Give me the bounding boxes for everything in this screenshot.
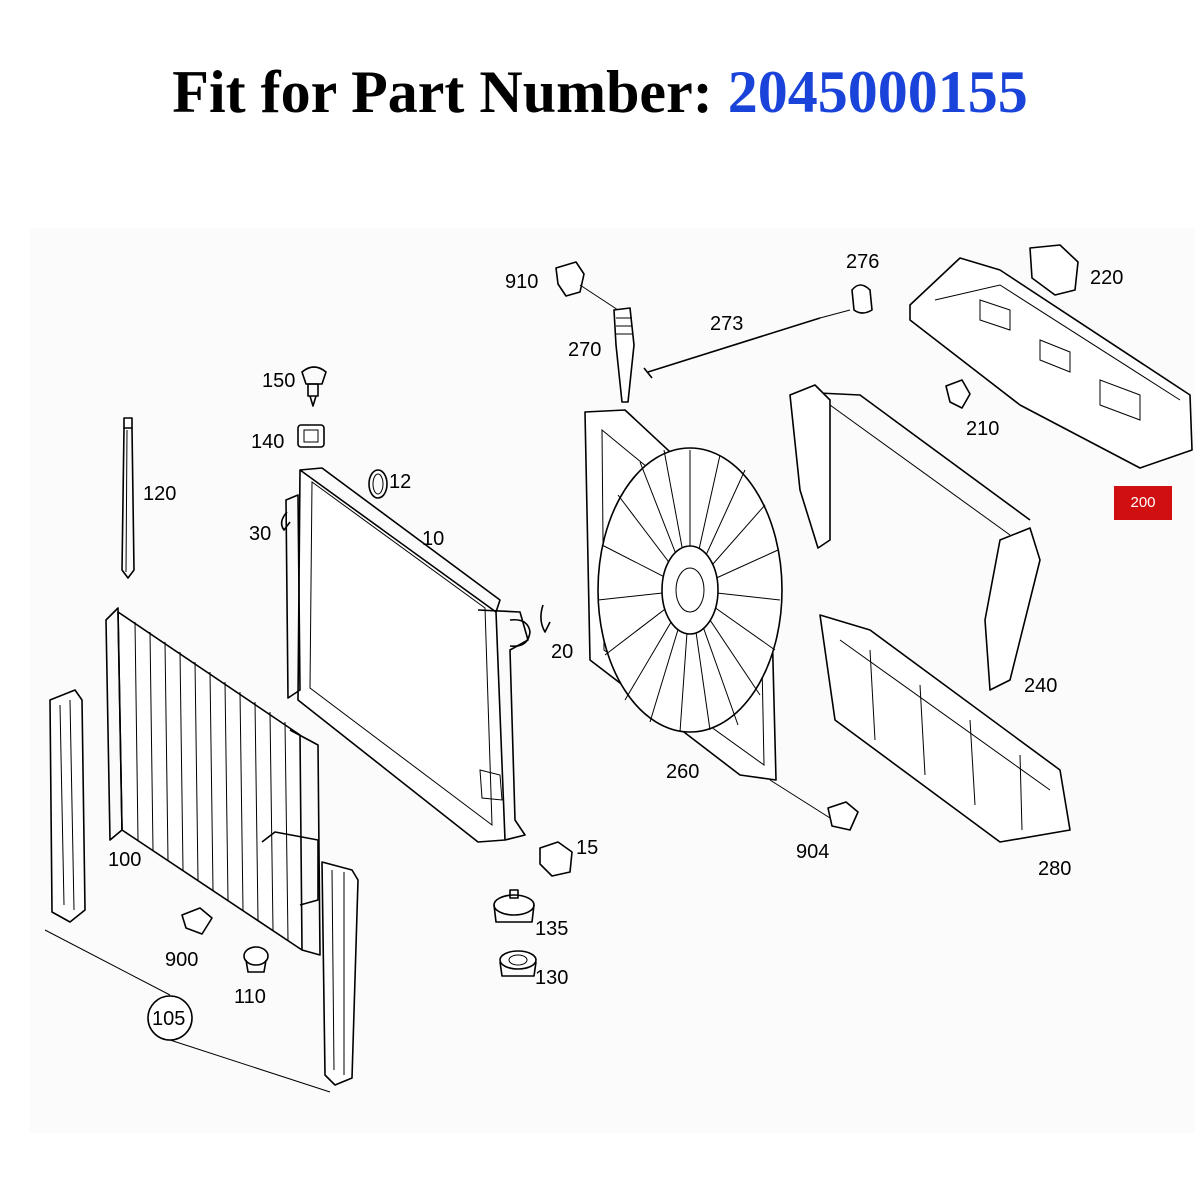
callout-30: 30 [249,523,271,545]
part-bracket-right [321,861,359,1086]
callout-100: 100 [108,849,141,871]
part-foam-pad-900 [181,907,213,935]
part-spring-clip-20 [540,604,551,633]
part-radiator [285,467,531,843]
callout-135: 135 [535,918,568,940]
part-condenser [105,607,321,956]
part-grommet-110 [243,946,269,973]
title-prefix: Fit for Part Number: [172,59,728,125]
part-foam-pad-904 [827,801,859,831]
part-clamp-276 [851,284,873,314]
callout-210: 210 [966,418,999,440]
part-fan-shroud [584,409,831,819]
callout-20: 20 [551,641,573,663]
part-clip-150 [301,366,327,407]
callout-280: 280 [1038,858,1071,880]
part-clip-140 [297,424,325,448]
part-rod-273 [643,309,851,379]
part-sensor-270 [613,307,635,403]
part-rod [121,417,135,579]
part-sensor-910 [555,261,619,311]
callout-910: 910 [505,271,538,293]
callout-904: 904 [796,841,829,863]
highlight-badge-200: 200 [1114,486,1172,520]
page-title: Fit for Part Number: 2045000155 [0,52,1200,132]
callout-15: 15 [576,837,598,859]
part-cover-200 [909,257,1193,469]
part-clip-210 [945,379,971,409]
callout-12: 12 [389,471,411,493]
callout-900: 900 [165,949,198,971]
part-number: 2045000155 [727,59,1028,125]
callout-10: 10 [422,528,444,550]
callout-140: 140 [251,431,284,453]
callout-273: 273 [710,313,743,335]
part-frame-240 [789,384,1041,691]
part-cap-135 [493,889,535,923]
callout-105: 105 [152,1008,185,1030]
callout-240: 240 [1024,675,1057,697]
callout-130: 130 [535,967,568,989]
part-guide-280 [819,614,1071,843]
part-oring [368,469,388,499]
callout-270: 270 [568,339,601,361]
part-cap-130 [499,950,537,977]
part-connector-15 [539,841,573,877]
callout-276: 276 [846,251,879,273]
callout-110: 110 [234,986,266,1008]
part-bracket-left [49,689,86,923]
callout-120: 120 [143,483,176,505]
part-spring-clip-30 [280,511,291,531]
part-bracket-220 [1029,244,1079,296]
callout-220: 220 [1090,267,1123,289]
callout-150: 150 [262,370,295,392]
callout-260: 260 [666,761,699,783]
lead-105-left [44,929,171,996]
lead-105-right [169,1039,331,1093]
callout-105-circle [147,995,193,1041]
